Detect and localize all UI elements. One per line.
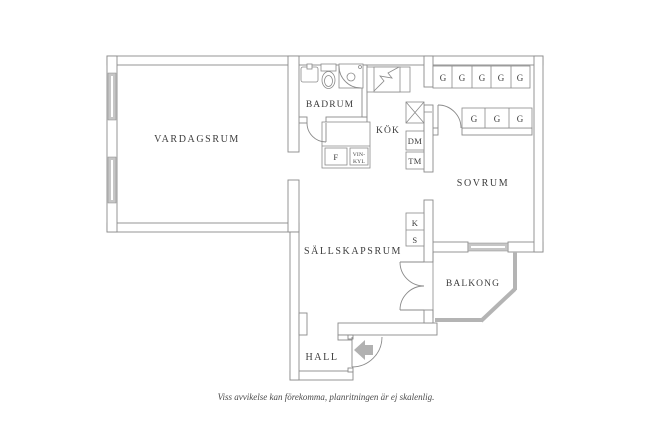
sink-tap — [306, 63, 313, 70]
label-winecooler-2: KYL — [353, 159, 365, 165]
room-label-sovrum: SOVRUM — [457, 178, 509, 189]
railing-diagonal — [479, 287, 517, 323]
unit-labels: G G G G G G G G F VIN- KYL DM TM K S — [333, 73, 523, 245]
label-closet-s: S — [412, 235, 417, 245]
closet-row-mid — [461, 107, 533, 129]
wall-segment — [461, 127, 533, 136]
windows — [107, 72, 509, 252]
closet-label-g: G — [440, 73, 447, 83]
closet-label-g: G — [498, 73, 505, 83]
toilet-bowl — [321, 71, 336, 89]
wall-segment — [423, 309, 434, 324]
wall-segment — [106, 55, 118, 233]
stove-symbol — [373, 66, 400, 92]
balcony-railing — [432, 252, 517, 323]
closet-label-g: G — [494, 114, 501, 124]
shower-head — [358, 65, 362, 69]
wall-segment — [423, 199, 434, 263]
room-label-hall: HALL — [305, 352, 338, 363]
label-winecooler-1: VIN- — [353, 152, 366, 158]
wall-segment — [347, 367, 354, 373]
closet-label-g: G — [479, 73, 486, 83]
wall-segment — [298, 312, 308, 336]
room-label-vardagsrum: VARDAGSRUM — [154, 134, 240, 145]
washing-machine — [405, 151, 425, 170]
closet-ks — [405, 212, 425, 247]
shower-curtain-arc — [338, 65, 362, 89]
closet-label-g: G — [517, 114, 524, 124]
wall-segment — [423, 55, 434, 88]
railing-right — [513, 252, 517, 290]
wall-segment — [347, 334, 354, 340]
walls-vertical — [106, 55, 544, 381]
wall-segment — [533, 55, 544, 253]
closet-label-g: G — [459, 73, 466, 83]
bathroom-fixtures — [300, 63, 364, 89]
disclaimer-caption: Viss avvikelse kan förekomma, planritnin… — [218, 392, 435, 402]
closet-label-g: G — [517, 73, 524, 83]
dishwasher — [405, 130, 425, 151]
label-dishwasher: DM — [408, 136, 423, 146]
wall-segment — [289, 231, 300, 381]
room-labels: VARDAGSRUM BADRUM KÖK SOVRUM SÄLLSKAPSRU… — [154, 100, 509, 363]
wall-segment — [287, 55, 300, 153]
shower-drain — [346, 72, 356, 82]
room-label-balkong: BALKONG — [446, 279, 500, 289]
freezer — [324, 147, 348, 166]
entrance-door-arc — [351, 336, 383, 368]
railing-bottom — [435, 318, 482, 322]
kitchen-fixtures — [321, 66, 432, 170]
entrance-arrow-icon — [354, 340, 373, 360]
toilet-bowl-inner — [324, 75, 333, 87]
label-freezer: F — [333, 152, 338, 162]
wine-cooler — [349, 147, 369, 166]
stove — [373, 66, 401, 93]
balcony-door-arc — [399, 261, 425, 287]
closets — [405, 65, 533, 247]
sink-cross — [405, 101, 425, 124]
closet-row-top — [432, 65, 531, 89]
doors — [306, 104, 462, 368]
closet-label-g: G — [471, 114, 478, 124]
wall-segment — [423, 104, 434, 173]
toilet-tank — [320, 63, 337, 72]
shower — [338, 63, 364, 89]
wall-segment — [287, 179, 300, 233]
label-closet-k: K — [412, 218, 419, 228]
room-label-badrum: BADRUM — [306, 100, 354, 110]
bedroom-door-arc — [437, 104, 462, 129]
room-label-sallskapsrum: SÄLLSKAPSRUM — [304, 245, 402, 257]
balcony-door-arc — [399, 285, 425, 311]
bathroom-door-arc — [306, 122, 327, 143]
wall-segment — [289, 370, 354, 381]
room-label-kok: KÖK — [376, 124, 400, 136]
label-washingmachine: TM — [408, 156, 422, 166]
wall-segment — [337, 322, 438, 336]
wall-segment — [106, 222, 300, 233]
wall-segment — [428, 241, 469, 253]
